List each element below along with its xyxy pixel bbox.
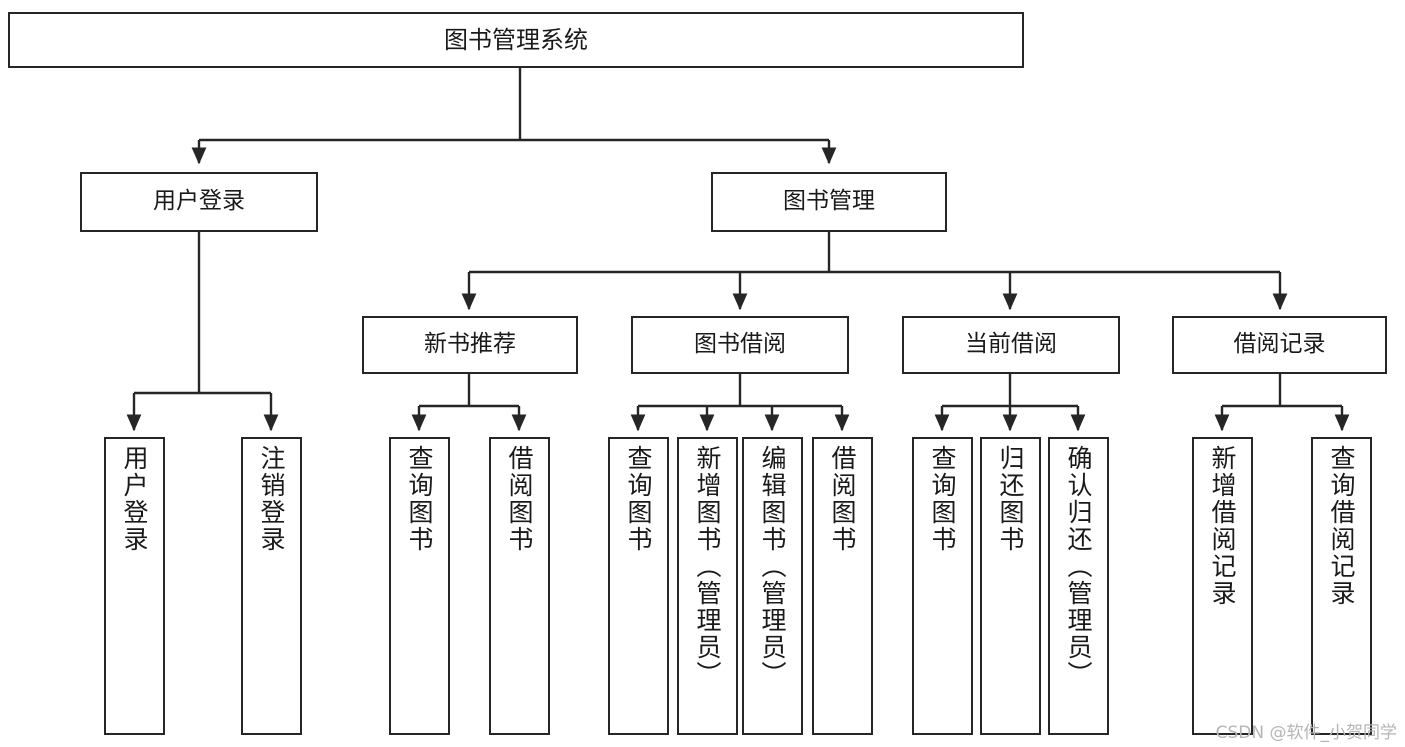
leaf-borrow-query-book[interactable]: 查询图书	[608, 437, 669, 735]
leaf-new-book-borrow[interactable]: 借阅图书	[489, 437, 550, 735]
node-label: 借阅图书	[828, 445, 857, 553]
leaf-borrow-borrow-book[interactable]: 借阅图书	[812, 437, 873, 735]
node-label: 新增借阅记录	[1208, 445, 1237, 607]
node-label: 查询借阅记录	[1327, 445, 1356, 607]
node-label: 编辑图书（管理员）	[758, 445, 787, 688]
leaf-current-return-book[interactable]: 归还图书	[980, 437, 1041, 735]
node-label: 新增图书（管理员）	[693, 445, 722, 688]
node-label: 确认归还（管理员）	[1064, 445, 1093, 688]
node-book-borrow[interactable]: 图书借阅	[631, 316, 849, 374]
node-current-borrow[interactable]: 当前借阅	[902, 316, 1120, 374]
leaf-current-query-book[interactable]: 查询图书	[912, 437, 973, 735]
leaf-user-login-signin[interactable]: 用户登录	[104, 437, 165, 735]
node-label: 当前借阅	[965, 331, 1057, 358]
node-label: 借阅图书	[505, 445, 534, 553]
leaf-borrow-add-book[interactable]: 新增图书（管理员）	[677, 437, 738, 735]
node-label: 借阅记录	[1233, 331, 1326, 358]
watermark: CSDN @软件_小贺同学	[1215, 723, 1397, 743]
leaf-record-add[interactable]: 新增借阅记录	[1192, 437, 1253, 735]
leaf-record-query[interactable]: 查询借阅记录	[1311, 437, 1372, 735]
node-label: 用户登录	[153, 188, 245, 215]
leaf-current-confirm-return[interactable]: 确认归还（管理员）	[1048, 437, 1109, 735]
leaf-borrow-edit-book[interactable]: 编辑图书（管理员）	[742, 437, 803, 735]
node-label: 图书管理系统	[444, 25, 588, 54]
node-label: 归还图书	[996, 445, 1025, 553]
leaf-new-book-query[interactable]: 查询图书	[389, 437, 450, 735]
node-user-login[interactable]: 用户登录	[80, 172, 318, 232]
node-root-system[interactable]: 图书管理系统	[8, 12, 1024, 68]
node-label: 查询图书	[624, 445, 653, 553]
node-borrow-record[interactable]: 借阅记录	[1172, 316, 1387, 374]
node-label: 注销登录	[257, 445, 286, 553]
node-label: 查询图书	[405, 445, 434, 553]
node-book-management[interactable]: 图书管理	[711, 172, 947, 232]
leaf-user-login-signout[interactable]: 注销登录	[241, 437, 302, 735]
node-new-book-recommend[interactable]: 新书推荐	[362, 316, 578, 374]
node-label: 用户登录	[120, 445, 149, 553]
node-label: 查询图书	[928, 445, 957, 553]
node-label: 新书推荐	[424, 331, 516, 358]
node-label: 图书借阅	[694, 331, 786, 358]
node-label: 图书管理	[783, 188, 875, 215]
